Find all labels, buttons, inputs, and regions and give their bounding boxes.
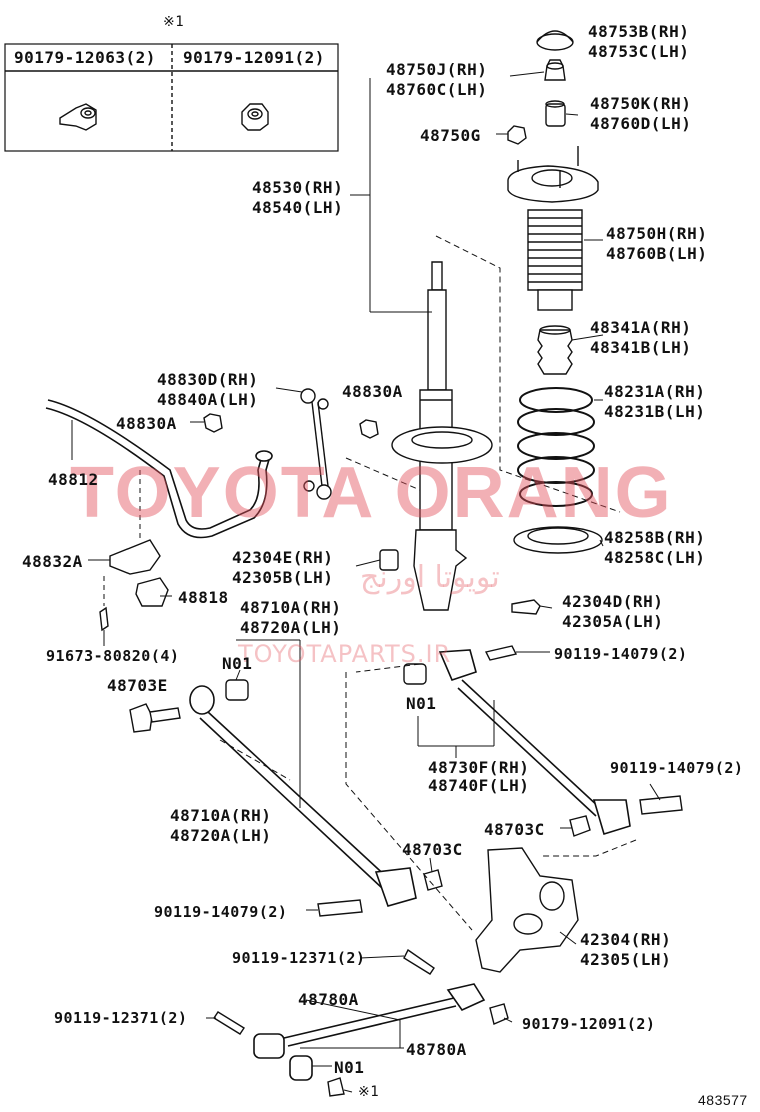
label-90119-12371-b: 90119-12371(2)	[54, 1009, 188, 1027]
label-42304d: 42304D(RH)	[562, 592, 664, 611]
label-48753c: 48753C(LH)	[588, 42, 690, 61]
strut-dashed-outline	[345, 235, 621, 513]
label-91673: 91673-80820(4)	[46, 647, 180, 665]
mark-top: ※1	[163, 14, 185, 30]
table-col2: 90179-12091(2)	[183, 48, 325, 67]
label-48530: 48530(RH)	[252, 178, 344, 197]
toe-link-48780a	[253, 983, 486, 1081]
bump-stop	[537, 325, 573, 375]
coil-spring	[517, 387, 595, 507]
stabilizer-bar	[45, 399, 273, 539]
label-48720a-bottom: 48720A(LH)	[170, 826, 272, 845]
label-42305: 42305(LH)	[580, 950, 672, 969]
label-48760c: 48760C(LH)	[386, 80, 488, 99]
label-48231a: 48231A(RH)	[604, 382, 706, 401]
dust-cap	[536, 30, 574, 51]
stabilizer-bracket	[99, 539, 169, 632]
label-42305b: 42305B(LH)	[232, 568, 334, 587]
mark-bottom: ※1	[358, 1084, 380, 1100]
lateral-arm-48730f	[438, 649, 631, 836]
label-n01-b: N01	[406, 694, 437, 713]
shock-absorber-strut	[391, 261, 493, 611]
label-48703e: 48703E	[107, 676, 168, 695]
watermark-arabic: تويوتا اورنج	[360, 560, 500, 595]
label-48832a: 48832A	[22, 552, 83, 571]
bracket-dashed	[103, 470, 141, 606]
strut-bolt-42304d	[511, 599, 541, 615]
label-48780a-right: 48780A	[406, 1040, 467, 1059]
strut-nut	[544, 59, 566, 81]
watermark-main: TOYOTA ORANG	[70, 453, 673, 533]
label-48540: 48540(LH)	[252, 198, 344, 217]
label-48720a-top: 48720A(LH)	[240, 618, 342, 637]
label-48753b: 48753B(RH)	[588, 22, 690, 41]
watermark-sub: TOYOTAPARTS.IR	[238, 640, 452, 668]
label-48710a-top: 48710A(RH)	[240, 598, 342, 617]
label-48830a-left: 48830A	[116, 414, 177, 433]
label-48830d: 48830D(RH)	[157, 370, 259, 389]
spring-insulator	[513, 526, 603, 554]
lower-arm-48710a	[189, 685, 417, 907]
diagram-number: 483577	[698, 1092, 748, 1108]
mount-nut-small	[507, 125, 527, 145]
label-48703c-b: 48703C	[402, 840, 463, 859]
label-42304: 42304(RH)	[580, 930, 672, 949]
legend-table	[4, 43, 339, 152]
label-48812: 48812	[48, 470, 99, 489]
label-48750h: 48750H(RH)	[606, 224, 708, 243]
link-nuts	[203, 413, 379, 439]
label-48780a-top: 48780A	[298, 990, 359, 1009]
label-48341b: 48341B(LH)	[590, 338, 692, 357]
label-90119-14079-b: 90119-14079(2)	[610, 759, 744, 777]
label-42305a: 42305A(LH)	[562, 612, 664, 631]
arm-dashed-lines	[219, 663, 637, 931]
dust-boot	[527, 209, 583, 311]
hex-nut-icon	[241, 103, 269, 131]
label-48341a: 48341A(RH)	[590, 318, 692, 337]
strut-mount	[507, 146, 599, 203]
label-48760d: 48760D(LH)	[590, 114, 692, 133]
label-42304e: 42304E(RH)	[232, 548, 334, 567]
label-48818: 48818	[178, 588, 229, 607]
label-48750g: 48750G	[420, 126, 481, 145]
leader-lines	[71, 71, 661, 1093]
label-48830a-right: 48830A	[342, 382, 403, 401]
rear-axle-carrier	[475, 847, 579, 973]
label-n01-c: N01	[334, 1058, 365, 1077]
label-90119-14079-a: 90119-14079(2)	[554, 645, 688, 663]
label-48703c-a: 48703C	[484, 820, 545, 839]
label-48840a: 48840A(LH)	[157, 390, 259, 409]
label-48710a-bottom: 48710A(RH)	[170, 806, 272, 825]
label-48750k: 48750K(RH)	[590, 94, 692, 113]
label-48740f: 48740F(LH)	[428, 776, 530, 795]
bolts	[149, 645, 683, 1035]
label-48730f: 48730F(RH)	[428, 758, 530, 777]
label-48258c: 48258C(LH)	[604, 548, 706, 567]
label-n01-a: N01	[222, 654, 253, 673]
label-90119-12371-a: 90119-12371(2)	[232, 949, 366, 967]
label-48760b: 48760B(LH)	[606, 244, 708, 263]
label-90119-14079-c: 90119-14079(2)	[154, 903, 288, 921]
label-48258b: 48258B(RH)	[604, 528, 706, 547]
table-col1: 90179-12063(2)	[14, 48, 156, 67]
label-48750j: 48750J(RH)	[386, 60, 488, 79]
stabilizer-link	[300, 388, 332, 500]
label-48231b: 48231B(LH)	[604, 402, 706, 421]
nut-flange-icon	[59, 103, 97, 131]
label-90179-12091: 90179-12091(2)	[522, 1015, 656, 1033]
bushings-and-nuts	[129, 663, 591, 1097]
strut-bushing-small	[545, 100, 566, 127]
